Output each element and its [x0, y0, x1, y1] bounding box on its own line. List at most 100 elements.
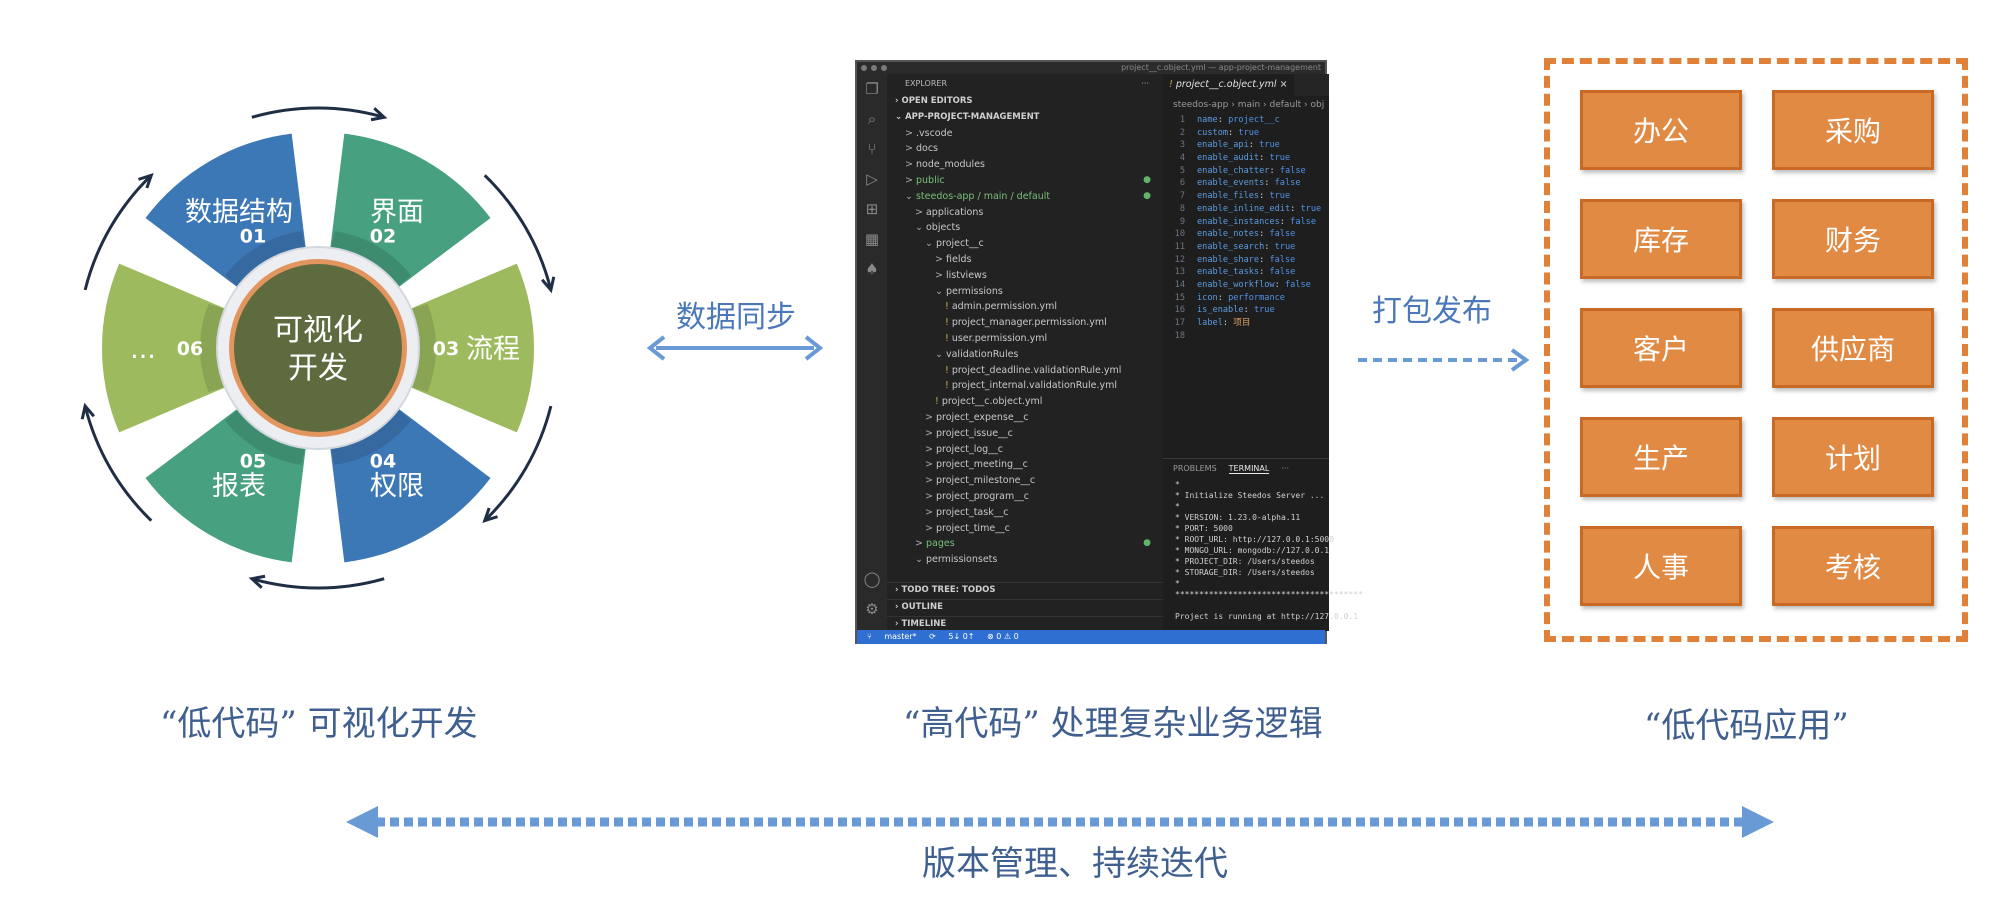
wheel-segment-number: 05 [240, 451, 266, 473]
panel-tab[interactable]: TERMINAL [1228, 464, 1270, 474]
sync-status[interactable]: ⟳ 5↓ 0↑ [929, 632, 975, 641]
chevron-icon: ⌄ [925, 238, 936, 250]
tree-item[interactable]: > docs [905, 143, 938, 155]
close-dot[interactable] [861, 65, 867, 71]
files-icon[interactable]: ❐ [865, 80, 879, 98]
tree-item[interactable]: > project_issue__c [925, 427, 1013, 439]
chevron-icon: > [925, 506, 936, 518]
yaml-file-icon: ! [945, 317, 952, 329]
leaf-icon[interactable]: ♠ [865, 260, 879, 278]
tree-item[interactable]: ! admin.permission.yml [945, 301, 1058, 313]
source-control-icon[interactable]: ⑂ [867, 140, 877, 158]
project-root[interactable]: ⌄ APP-PROJECT-MANAGEMENT [895, 111, 1040, 122]
grid-icon[interactable]: ▦ [864, 230, 880, 248]
tree-item[interactable]: ⌄ permissionsets [915, 554, 998, 566]
tree-item[interactable]: ⌄ permissions [935, 285, 1003, 297]
app-module-tile[interactable]: 计划 [1772, 417, 1934, 497]
panel-tab[interactable]: PROBLEMS [1173, 464, 1217, 473]
chevron-icon: ⌄ [935, 285, 946, 297]
tree-item[interactable]: ! project_manager.permission.yml [945, 317, 1107, 329]
account-icon[interactable]: ◯ [863, 570, 881, 588]
app-module-tile[interactable]: 考核 [1772, 526, 1934, 606]
tree-item[interactable]: > node_modules [905, 159, 985, 171]
open-editors-section[interactable]: › OPEN EDITORS [895, 96, 973, 106]
app-module-tile[interactable]: 供应商 [1772, 308, 1934, 388]
chevron-icon: > [925, 490, 936, 502]
cycle-arrow [483, 405, 553, 522]
status-bar: ⑂ master* ⟳ 5↓ 0↑ ⊗ 0 ⚠ 0 [857, 630, 1325, 644]
close-tab-icon[interactable]: × [1279, 79, 1288, 90]
wheel-center-label-1: 可视化 [273, 313, 363, 348]
zoom-dot[interactable] [881, 65, 887, 71]
tree-item[interactable]: > fields [935, 253, 972, 265]
terminal-line: * [1175, 480, 1180, 489]
more-icon[interactable]: ··· [1141, 79, 1149, 88]
wheel-segment-label: 流程 [466, 334, 520, 365]
tree-item[interactable]: > public● [887, 173, 1163, 189]
tree-item[interactable]: > project_log__c [925, 443, 1003, 455]
terminal-line: *************************************** [1175, 590, 1363, 599]
sidebar-section[interactable]: › TODO TREE: TODOS [887, 582, 1163, 599]
terminal-line [1175, 600, 1329, 611]
tree-item[interactable]: > project_expense__c [925, 411, 1029, 423]
chevron-icon: > [935, 269, 946, 281]
editor-tabbar: ! project__c.object.yml × [1163, 74, 1329, 96]
tree-item[interactable]: > project_meeting__c [925, 459, 1028, 471]
wheel-segment-05 [145, 404, 307, 563]
chevron-icon: ⌄ [935, 348, 946, 360]
app-module-tile[interactable]: 财务 [1772, 199, 1934, 279]
tree-item[interactable]: ⌄ steedos-app / main / default● [887, 189, 1163, 205]
app-module-tile[interactable]: 人事 [1580, 526, 1742, 606]
tree-item[interactable]: > pages● [887, 536, 1163, 552]
problems-status[interactable]: ⊗ 0 ⚠ 0 [987, 632, 1019, 641]
tree-item[interactable]: > project_program__c [925, 490, 1029, 502]
cycle-arrow [251, 106, 385, 119]
tree-item[interactable]: ! project__c.object.yml [935, 396, 1043, 408]
editor-tab[interactable]: ! project__c.object.yml × [1163, 74, 1294, 96]
tree-item[interactable]: > .vscode [905, 127, 953, 139]
tree-item[interactable]: ⌄ validationRules [935, 348, 1019, 360]
app-module-tile[interactable]: 采购 [1772, 90, 1934, 170]
tree-item[interactable]: ⌄ project__c [925, 238, 984, 250]
tree-item[interactable]: > project_task__c [925, 506, 1009, 518]
tree-item[interactable]: > applications [915, 206, 984, 218]
app-module-tile[interactable]: 客户 [1580, 308, 1742, 388]
chevron-icon: > [925, 475, 936, 487]
terminal-output[interactable]: ** Initialize Steedos Server ...** VERSI… [1163, 479, 1363, 644]
yaml-file-icon: ! [935, 396, 942, 408]
tree-item[interactable]: > project_milestone__c [925, 475, 1036, 487]
chevron-icon: ⌄ [905, 190, 916, 202]
tree-item[interactable]: > project_time__c [925, 522, 1010, 534]
panel-tab[interactable]: ··· [1281, 464, 1289, 473]
breadcrumb: steedos-app › main › default › obj [1173, 100, 1325, 110]
search-icon[interactable]: ⌕ [867, 110, 877, 128]
run-debug-icon[interactable]: ▷ [866, 170, 878, 188]
chevron-icon: > [935, 253, 946, 265]
cycle-arrow-head [248, 574, 266, 589]
tree-item[interactable]: ! project_deadline.validationRule.yml [945, 364, 1122, 376]
gear-icon[interactable]: ⚙ [865, 600, 879, 618]
tree-item[interactable]: ! user.permission.yml [945, 332, 1048, 344]
tree-item[interactable]: ! project_internal.validationRule.yml [945, 380, 1118, 392]
wheel-segment-label: ... [130, 334, 156, 365]
wheel-segment-label: 报表 [212, 471, 266, 502]
wheel-segment-04 [329, 404, 491, 563]
activity-bar: ❐ ⌕ ⑂ ▷ ⊞ ▦ ♠ ◯ ⚙ [857, 74, 887, 630]
app-module-tile[interactable]: 生产 [1580, 417, 1742, 497]
chevron-icon: > [905, 159, 916, 171]
sidebar-section[interactable]: › TIMELINE [887, 615, 1163, 633]
minimize-dot[interactable] [871, 65, 877, 71]
cycle-arrow-head [482, 507, 498, 523]
caption-high-code: “高代码” 处理复杂业务逻辑 [903, 704, 1323, 744]
sidebar-section[interactable]: › OUTLINE [887, 598, 1163, 616]
extensions-icon[interactable]: ⊞ [865, 200, 879, 218]
branch-status[interactable]: ⑂ master* [867, 632, 917, 641]
app-module-tile[interactable]: 库存 [1580, 199, 1742, 279]
tree-item[interactable]: ⌄ objects [915, 222, 961, 234]
app-module-tile[interactable]: 办公 [1580, 90, 1742, 170]
tree-item[interactable]: > listviews [935, 269, 987, 281]
